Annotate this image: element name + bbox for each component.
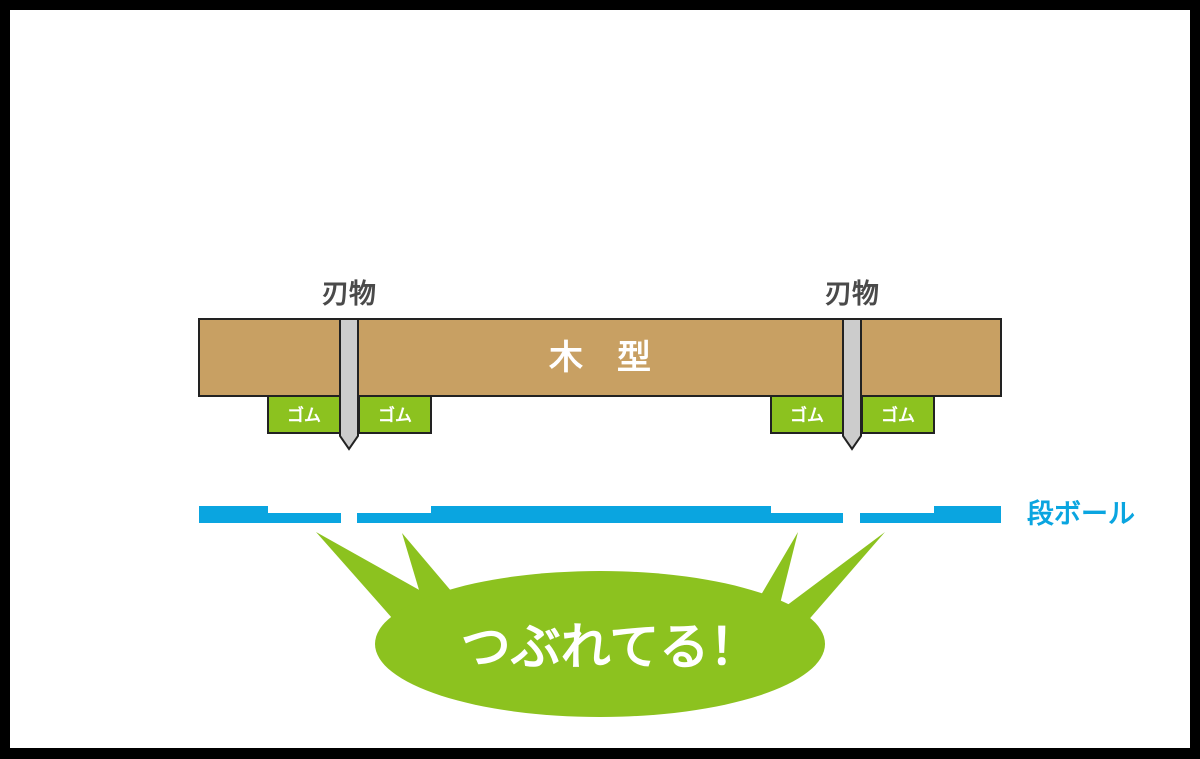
- callout-bubble: つぶれてる！: [316, 532, 885, 717]
- rubber-label-2: ゴム: [378, 405, 412, 426]
- blade-right-label: 刃物: [825, 279, 879, 310]
- blade-left-label: 刃物: [322, 279, 376, 310]
- callout-spike-3: [758, 532, 798, 612]
- rubber-label-1: ゴム: [287, 405, 321, 426]
- wood-mold-block: [198, 318, 1002, 397]
- cardboard-segment-right: [860, 506, 1001, 523]
- callout-spike-1: [316, 532, 430, 618]
- rubber-pad-3: [770, 395, 844, 434]
- wood-mold-label: 木 型: [548, 338, 651, 378]
- rubber-pad-1: [267, 395, 341, 434]
- callout-spike-4: [778, 532, 885, 624]
- callout-text: つぶれてる！: [461, 618, 760, 676]
- cardboard-label: 段ボール: [1027, 499, 1135, 530]
- rubber-pad-2: [358, 395, 432, 434]
- callout-spike-2: [402, 533, 452, 610]
- rubber-label-3: ゴム: [790, 405, 824, 426]
- callout-ellipse: [375, 571, 825, 717]
- blade-left: [339, 318, 359, 451]
- cardboard-segment-middle: [357, 506, 843, 523]
- rubber-label-4: ゴム: [881, 405, 915, 426]
- blade-right: [842, 318, 862, 451]
- cardboard-segment-left: [199, 506, 341, 523]
